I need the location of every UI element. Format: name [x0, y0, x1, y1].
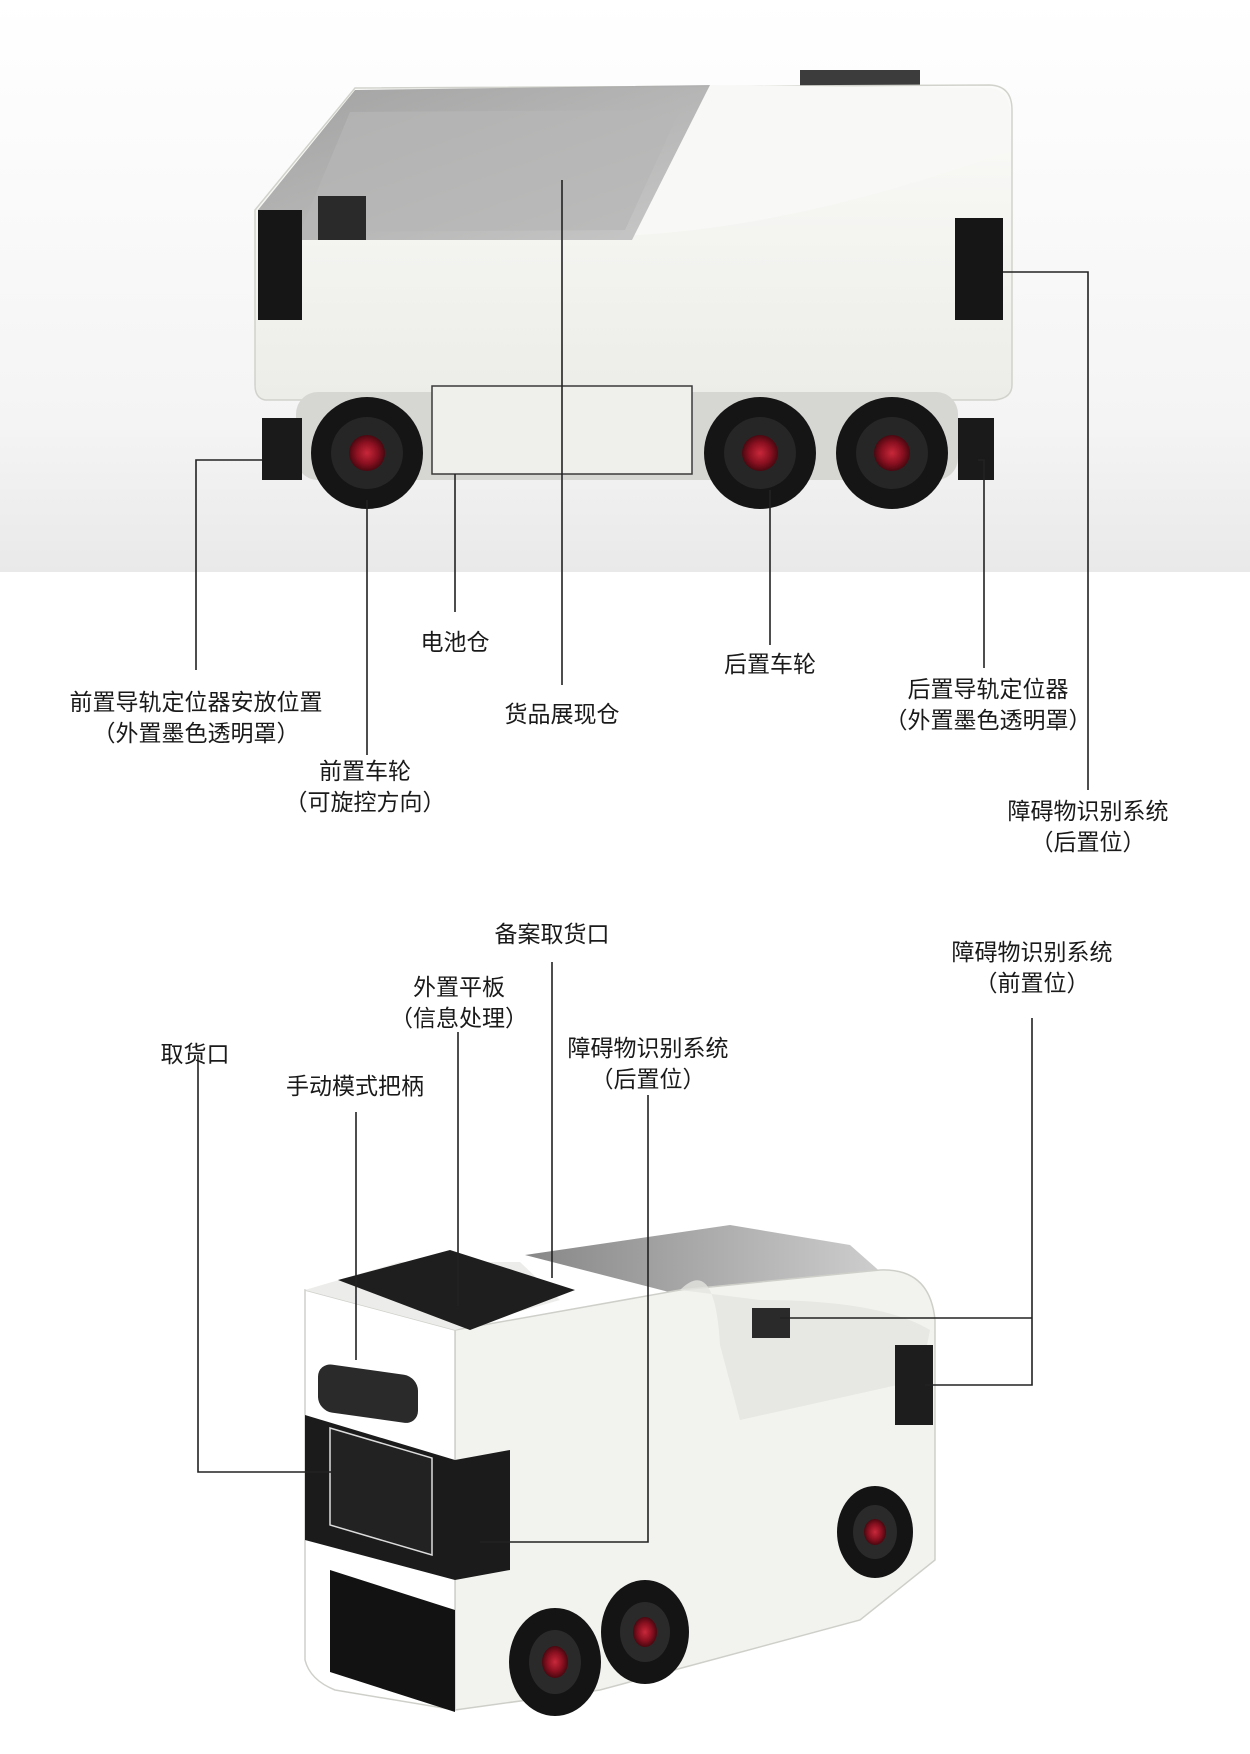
leader-obstacle-front	[925, 1018, 1033, 1386]
side-dark-band	[455, 1450, 510, 1580]
top-leader-lines	[195, 180, 1089, 790]
front-sensor	[752, 1308, 790, 1338]
label-front-wheel: 前置车轮 （可旋控方向）	[284, 759, 446, 816]
leader-obstacle-rear	[1003, 271, 1089, 790]
front-base	[330, 1570, 455, 1712]
display-window	[680, 1280, 930, 1420]
side-view-vehicle	[254, 70, 1013, 509]
tablet	[338, 1250, 575, 1330]
label-handle: 手动模式把柄	[286, 1074, 424, 1100]
label-obstacle-front: 障碍物识别系统 （前置位）	[951, 940, 1113, 997]
roof-panel	[620, 85, 1010, 236]
front-locator-block	[258, 210, 302, 320]
label-obstacle-rear-bottom: 障碍物识别系统 （后置位）	[567, 1036, 729, 1093]
label-rear-locator: 后置导轨定位器 （外置墨色透明罩）	[884, 677, 1092, 734]
bottom-wheel-2	[601, 1580, 689, 1684]
rear-wheel-1	[704, 397, 816, 509]
leader-front-locator	[195, 459, 262, 670]
front-sensor-box	[318, 196, 366, 240]
rear-sensor-block	[955, 218, 1003, 320]
leader-rear-locator	[978, 459, 985, 668]
label-tablet: 外置平板 （信息处理）	[390, 975, 528, 1032]
bottom-wheel-1	[509, 1608, 601, 1716]
perspective-vehicle	[304, 1225, 936, 1716]
label-filing-port: 备案取货口	[494, 922, 610, 948]
rear-bumper	[958, 418, 994, 480]
rear-wheel-2	[836, 397, 948, 509]
inner-glass	[300, 110, 680, 232]
label-display-compartment: 货品展现仓	[504, 702, 620, 728]
pickup-window	[329, 1426, 433, 1557]
label-front-locator: 前置导轨定位器安放位置 （外置墨色透明罩）	[69, 690, 323, 747]
bottom-leader-lines	[197, 962, 1033, 1543]
handle-slot	[318, 1364, 418, 1423]
front-bumper	[262, 418, 302, 480]
label-battery: 电池仓	[420, 630, 490, 656]
label-pickup: 取货口	[160, 1042, 230, 1068]
bottom-wheel-3	[837, 1486, 913, 1578]
leader-obstacle-rear	[480, 1095, 649, 1543]
front-wheel	[311, 397, 423, 509]
leader-pickup	[197, 1055, 370, 1473]
label-obstacle-rear-top: 障碍物识别系统 （后置位）	[1007, 799, 1169, 856]
label-rear-wheel: 后置车轮	[724, 652, 816, 678]
